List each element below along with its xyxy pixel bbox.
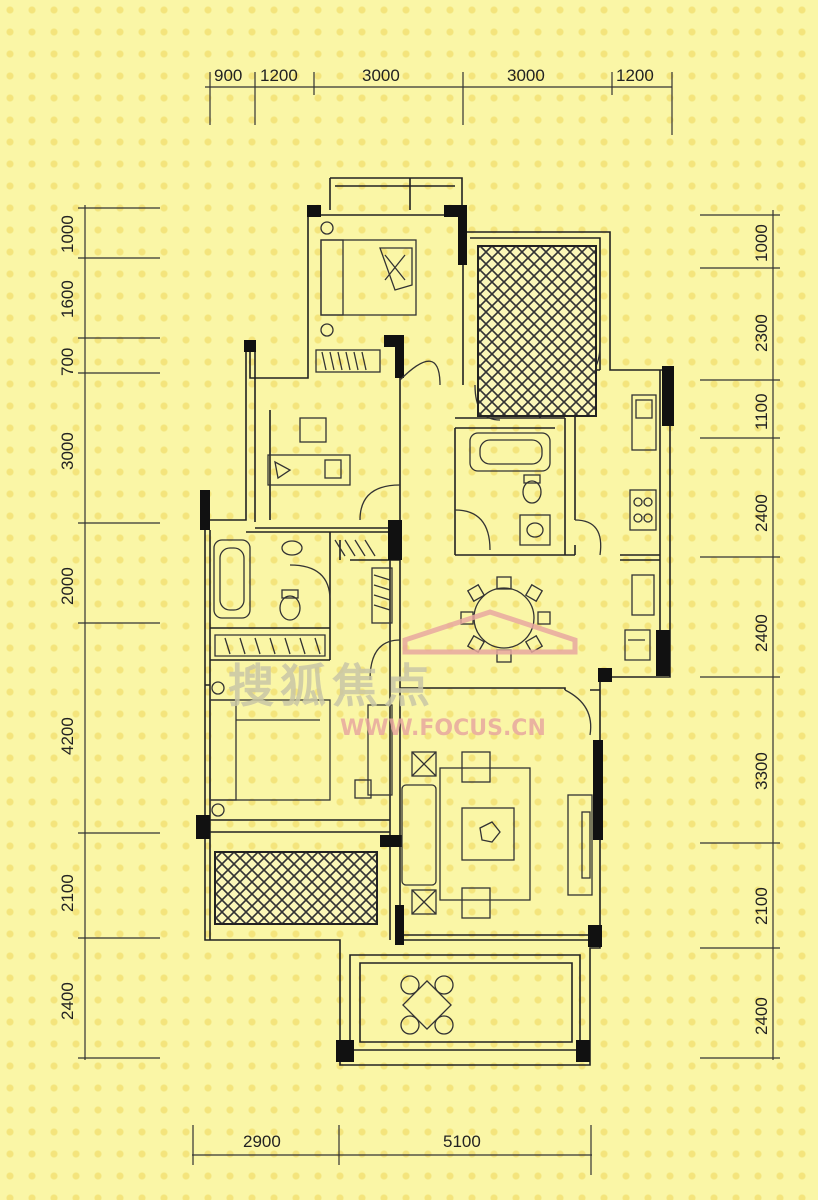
dim-right-6: 2100: [752, 887, 771, 925]
dim-left-7: 2400: [58, 982, 77, 1020]
bathroom-center-fixtures: [469, 432, 551, 546]
dim-right-2: 1100: [752, 393, 771, 430]
bathroom-left-fixtures: [213, 539, 393, 657]
left-dimension-chain: 1000 1600 700 3000 2000 4200 2100 2400: [58, 205, 160, 1060]
dim-left-0: 1000: [58, 215, 77, 253]
right-dimension-chain: 1000 2300 1100 2400 2400 3300 2100 2400: [700, 210, 780, 1060]
dim-bottom-1: 5100: [443, 1132, 481, 1151]
dim-right-4: 2400: [752, 614, 771, 652]
dim-right-1: 2300: [752, 314, 771, 352]
dim-bottom-0: 2900: [243, 1132, 281, 1151]
watermark-chinese: 搜狐焦点: [228, 659, 436, 713]
hatched-area-bottom: [214, 851, 378, 925]
dim-top-1: 1200: [260, 66, 298, 85]
dim-right-3: 2400: [752, 494, 771, 532]
dim-left-2: 700: [58, 348, 77, 376]
dim-left-3: 3000: [58, 432, 77, 470]
dim-top-4: 1200: [616, 66, 654, 85]
dim-left-4: 2000: [58, 567, 77, 605]
balcony-table: [400, 975, 454, 1035]
dim-left-1: 1600: [58, 280, 77, 318]
dim-top-3: 3000: [507, 66, 545, 85]
walls: [196, 177, 674, 1066]
top-dimension-chain: 900 1200 3000 3000 1200: [205, 66, 673, 135]
dim-top-2: 3000: [362, 66, 400, 85]
hatched-area-top: [477, 245, 597, 417]
watermark-url: WWW.FOCUS.CN: [340, 716, 546, 741]
bedroom-top-furniture: [315, 221, 417, 373]
dim-left-6: 2100: [58, 874, 77, 912]
bedroom-left-furniture: [209, 681, 393, 817]
dining-table: [460, 576, 551, 663]
living-room-furniture: [401, 751, 593, 919]
dim-left-5: 4200: [58, 717, 77, 755]
bottom-dimension-chain: 2900 5100: [192, 1125, 592, 1175]
dim-right-7: 2400: [752, 997, 771, 1035]
dim-right-0: 1000: [752, 224, 771, 262]
study-furniture: [267, 417, 351, 486]
dim-top-0: 900: [214, 66, 242, 85]
watermark: 搜狐焦点 WWW.FOCUS.CN: [228, 609, 578, 741]
dim-right-5: 3300: [752, 752, 771, 790]
kitchen-fixtures: [624, 394, 657, 661]
